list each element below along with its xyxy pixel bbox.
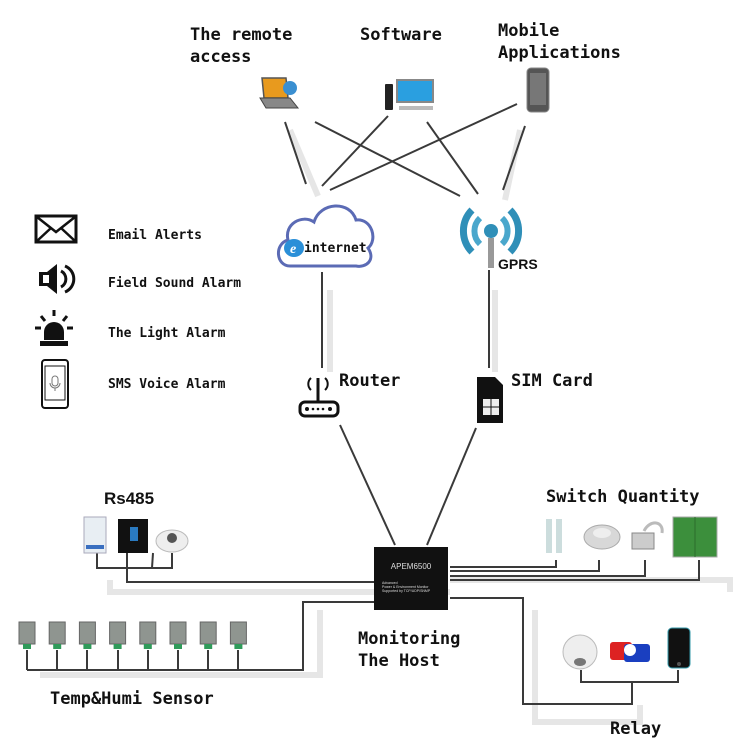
strobe-siren-icon bbox=[610, 642, 650, 662]
svg-text:e: e bbox=[290, 242, 296, 257]
beacon-light-icon bbox=[35, 310, 73, 346]
internet-label: internet bbox=[304, 241, 367, 256]
laptop-icon bbox=[259, 77, 300, 109]
switch-quantity-label: Switch Quantity bbox=[546, 487, 700, 507]
monitoring-host-device: APEM6500 Advanced Power & Environment Mo… bbox=[374, 547, 448, 610]
temp-humi-sensor-icon bbox=[169, 621, 187, 649]
envelope-icon bbox=[34, 214, 78, 244]
smoke-alarm-icon bbox=[562, 634, 598, 670]
mobile-applications-label: Mobile Applications bbox=[498, 21, 621, 63]
smartphone-icon bbox=[526, 67, 550, 113]
temp-humi-sensor-icon bbox=[139, 621, 157, 649]
speaker-icon bbox=[39, 264, 76, 294]
router-label: Router bbox=[339, 371, 401, 391]
cloud-internet-icon: e bbox=[277, 204, 375, 268]
rs485-label: Rs485 bbox=[104, 489, 155, 508]
temp-humi-sensor-icon bbox=[78, 621, 96, 649]
email-alerts-label: Email Alerts bbox=[108, 228, 202, 243]
sim-card-icon bbox=[477, 377, 503, 423]
sms-voice-alarm-label: SMS Voice Alarm bbox=[108, 377, 226, 392]
smoke-detector-icon bbox=[583, 524, 621, 550]
gprs-label: GPRS bbox=[498, 256, 538, 272]
relay-devices bbox=[562, 627, 691, 670]
desktop-computer-icon bbox=[385, 79, 434, 110]
rs485-devices bbox=[83, 516, 189, 554]
door-icon bbox=[672, 516, 718, 558]
air-conditioner-icon bbox=[83, 516, 107, 554]
temp-humi-sensor-label: Temp&Humi Sensor bbox=[50, 689, 214, 709]
phone-microphone-icon bbox=[41, 359, 69, 409]
software-label: Software bbox=[360, 25, 442, 45]
field-sound-alarm-label: Field Sound Alarm bbox=[108, 276, 242, 291]
switch-quantity-devices bbox=[546, 516, 718, 558]
ups-icon bbox=[118, 519, 148, 553]
dome-camera-icon bbox=[155, 529, 189, 553]
temp-humi-sensors bbox=[18, 621, 247, 649]
router-icon bbox=[298, 377, 340, 418]
remote-access-label: The remote access bbox=[190, 25, 293, 67]
relay-label: Relay bbox=[610, 719, 662, 739]
host-subtitle-line: Supported by TCP/UDP/SNMP bbox=[382, 589, 431, 593]
door-magnetic-contact-icon bbox=[546, 519, 562, 553]
host-subtitle-line: Power & Environment Monitor bbox=[382, 585, 429, 589]
temp-humi-sensor-icon bbox=[199, 621, 217, 649]
temp-humi-sensor-icon bbox=[229, 621, 247, 649]
water-leak-sensor-icon bbox=[631, 521, 664, 550]
host-subtitle-line: Advanced bbox=[382, 581, 398, 585]
temp-humi-sensor-icon bbox=[18, 621, 36, 649]
monitoring-host-label: Monitoring The Host bbox=[358, 629, 461, 671]
sim-card-label: SIM Card bbox=[511, 371, 593, 391]
phone-icon bbox=[667, 627, 691, 669]
wireless-signal-icon bbox=[459, 207, 523, 268]
temp-humi-sensor-icon bbox=[109, 621, 127, 649]
host-subtitle: Advanced Power & Environment Monitor Sup… bbox=[382, 581, 448, 593]
temp-humi-sensor-icon bbox=[48, 621, 66, 649]
light-alarm-label: The Light Alarm bbox=[108, 326, 226, 341]
host-model: APEM6500 bbox=[390, 562, 432, 571]
